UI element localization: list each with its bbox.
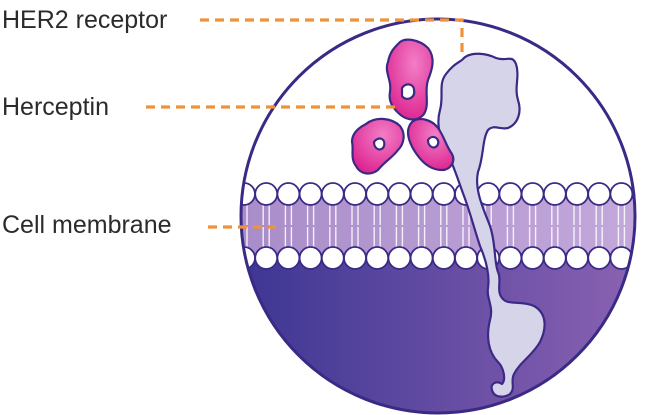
phospholipid-head xyxy=(565,246,589,270)
phospholipid-head xyxy=(276,246,301,270)
phospholipid-head xyxy=(343,246,367,270)
herceptin-antibody-icon xyxy=(350,38,455,175)
phospholipid-head xyxy=(298,246,323,270)
phospholipid-head xyxy=(320,182,345,206)
phospholipid-head xyxy=(365,246,390,270)
phospholipid-head xyxy=(254,182,279,206)
phospholipid-head xyxy=(254,246,279,270)
cell-outline xyxy=(239,17,637,415)
leader-lines xyxy=(146,18,464,229)
phospholipid-head xyxy=(343,182,367,206)
phospholipid-head xyxy=(431,246,456,270)
phospholipid-head xyxy=(498,246,523,270)
phospholipid-head xyxy=(320,246,345,270)
leader-her2 xyxy=(200,18,464,54)
label-her2-receptor: HER2 receptor xyxy=(2,6,167,34)
phospholipid-head xyxy=(365,182,390,206)
cytoplasm xyxy=(241,262,635,413)
phospholipid-head xyxy=(454,246,478,270)
phospholipid-head xyxy=(520,246,545,270)
phospholipid-head xyxy=(609,182,634,206)
antibody-fab-top xyxy=(385,38,434,121)
phospholipid-head xyxy=(542,182,567,206)
phospholipid-head xyxy=(587,182,612,206)
phospholipid-head xyxy=(409,182,434,206)
lipid-tails xyxy=(241,205,626,247)
phospholipid-head xyxy=(542,246,567,270)
phospholipid-head xyxy=(276,182,301,206)
phospholipid-head xyxy=(631,246,635,270)
phospholipid-head xyxy=(409,246,434,270)
cell-cross-section xyxy=(241,19,635,413)
phospholipid-head xyxy=(387,246,412,270)
phospholipid-head xyxy=(587,246,612,270)
label-cell-membrane: Cell membrane xyxy=(2,211,172,239)
her2-receptor-icon xyxy=(437,52,546,398)
phospholipid-head xyxy=(520,182,545,206)
phospholipid-head xyxy=(431,182,456,206)
phospholipid-head xyxy=(298,182,323,206)
phospholipid-head xyxy=(387,182,412,206)
phospholipid-head xyxy=(565,182,589,206)
label-herceptin: Herceptin xyxy=(2,93,109,121)
phospholipid-head xyxy=(498,182,523,206)
